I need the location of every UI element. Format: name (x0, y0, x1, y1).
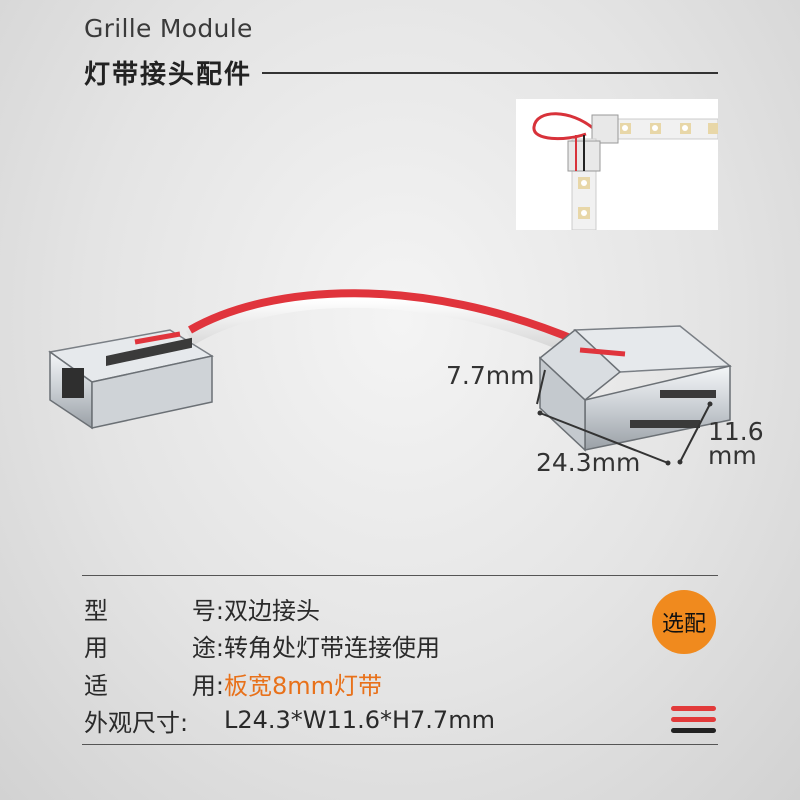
dimension-width-value: 11.6 (708, 417, 764, 446)
spec-row-fit: 适 用: 板宽8mm灯带 (84, 666, 382, 700)
header-title-en: Grille Module (84, 14, 253, 43)
connector-cable-image (40, 270, 780, 490)
dimension-height: 7.7mm (446, 361, 535, 390)
dimension-length: 24.3mm (536, 448, 641, 477)
spec-label-model-a: 型 (84, 596, 108, 625)
spec-divider-bottom (82, 744, 718, 745)
spec-divider-top (82, 575, 718, 576)
optional-badge: 选配 (652, 590, 716, 654)
header-divider (262, 72, 718, 74)
dimension-width-unit: mm (708, 441, 757, 470)
spec-label-size: 外观尺寸: (84, 703, 224, 738)
spec-label-fit-a: 适 (84, 671, 108, 700)
spec-label-usage-a: 用 (84, 633, 108, 662)
header-title-cn: 灯带接头配件 (84, 60, 253, 90)
spec-label-fit-b: 用: (191, 671, 224, 700)
spec-label-usage-b: 途: (191, 633, 224, 662)
spec-label-usage: 用 途: (84, 628, 224, 663)
spec-row-usage: 用 途: 转角处灯带连接使用 (84, 628, 440, 662)
spec-label-model: 型 号: (84, 591, 224, 626)
spec-value-usage: 转角处灯带连接使用 (224, 633, 440, 662)
spec-value-model: 双边接头 (224, 596, 320, 625)
spec-row-size: 外观尺寸: L24.3*W11.6*H7.7mm (84, 703, 495, 737)
spec-row-model: 型 号: 双边接头 (84, 591, 320, 625)
spec-value-size: L24.3*W11.6*H7.7mm (224, 706, 495, 734)
spec-label-fit: 适 用: (84, 666, 224, 701)
spec-label-size-text: 外观尺寸: (84, 708, 189, 737)
wire-colors-icon (671, 706, 716, 736)
spec-label-model-b: 号: (191, 596, 224, 625)
spec-value-fit: 板宽8mm灯带 (224, 671, 383, 700)
led-strip-corner-photo (516, 99, 718, 230)
